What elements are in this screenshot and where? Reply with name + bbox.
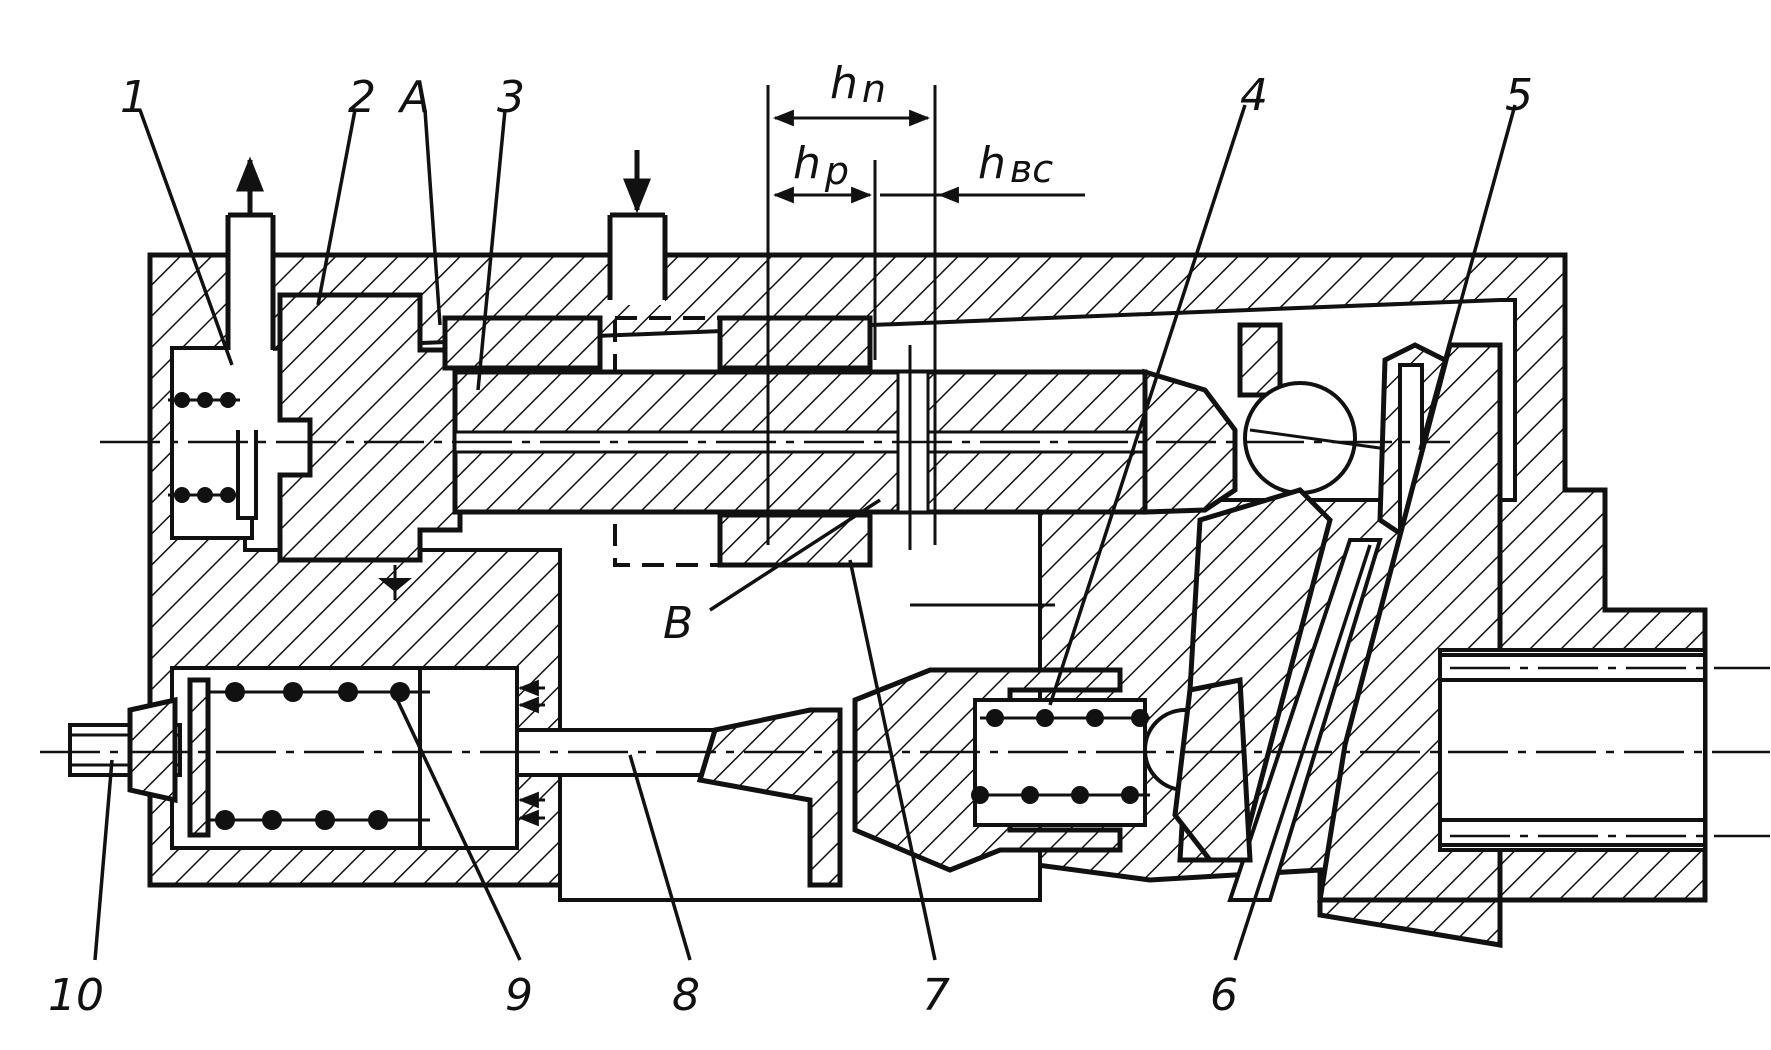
adjust-screw-part-10 xyxy=(68,696,182,804)
callout-A: A xyxy=(397,72,430,123)
callout-7: 7 xyxy=(922,970,950,1021)
bottom-spring-part-9 xyxy=(210,682,430,830)
inlet-port xyxy=(607,150,668,305)
right-fitting xyxy=(1438,648,1707,852)
cup-spring xyxy=(971,709,1150,804)
callout-2: 2 xyxy=(348,72,376,123)
outlet-port xyxy=(225,156,276,430)
callout-labels: 1 2 A 3 4 5 6 7 8 9 10 B xyxy=(48,70,1533,1021)
callout-4: 4 xyxy=(1240,70,1268,121)
callout-9: 9 xyxy=(505,970,533,1021)
leader-lines xyxy=(93,104,1517,961)
dimension-lines xyxy=(766,85,1085,545)
callout-B: B xyxy=(663,598,693,649)
upper-left-spring xyxy=(168,392,240,503)
callout-8: 8 xyxy=(672,970,700,1021)
centre-lines xyxy=(40,440,1770,838)
callout-3: 3 xyxy=(497,72,525,123)
flow-arrows xyxy=(378,565,545,827)
callout-1: 1 xyxy=(120,72,148,123)
sleeve-part-2 xyxy=(277,292,873,568)
callout-5: 5 xyxy=(1505,70,1533,121)
callout-6: 6 xyxy=(1210,970,1238,1021)
spring-cup-part-4 xyxy=(852,667,1253,873)
callout-10: 10 xyxy=(48,970,104,1021)
